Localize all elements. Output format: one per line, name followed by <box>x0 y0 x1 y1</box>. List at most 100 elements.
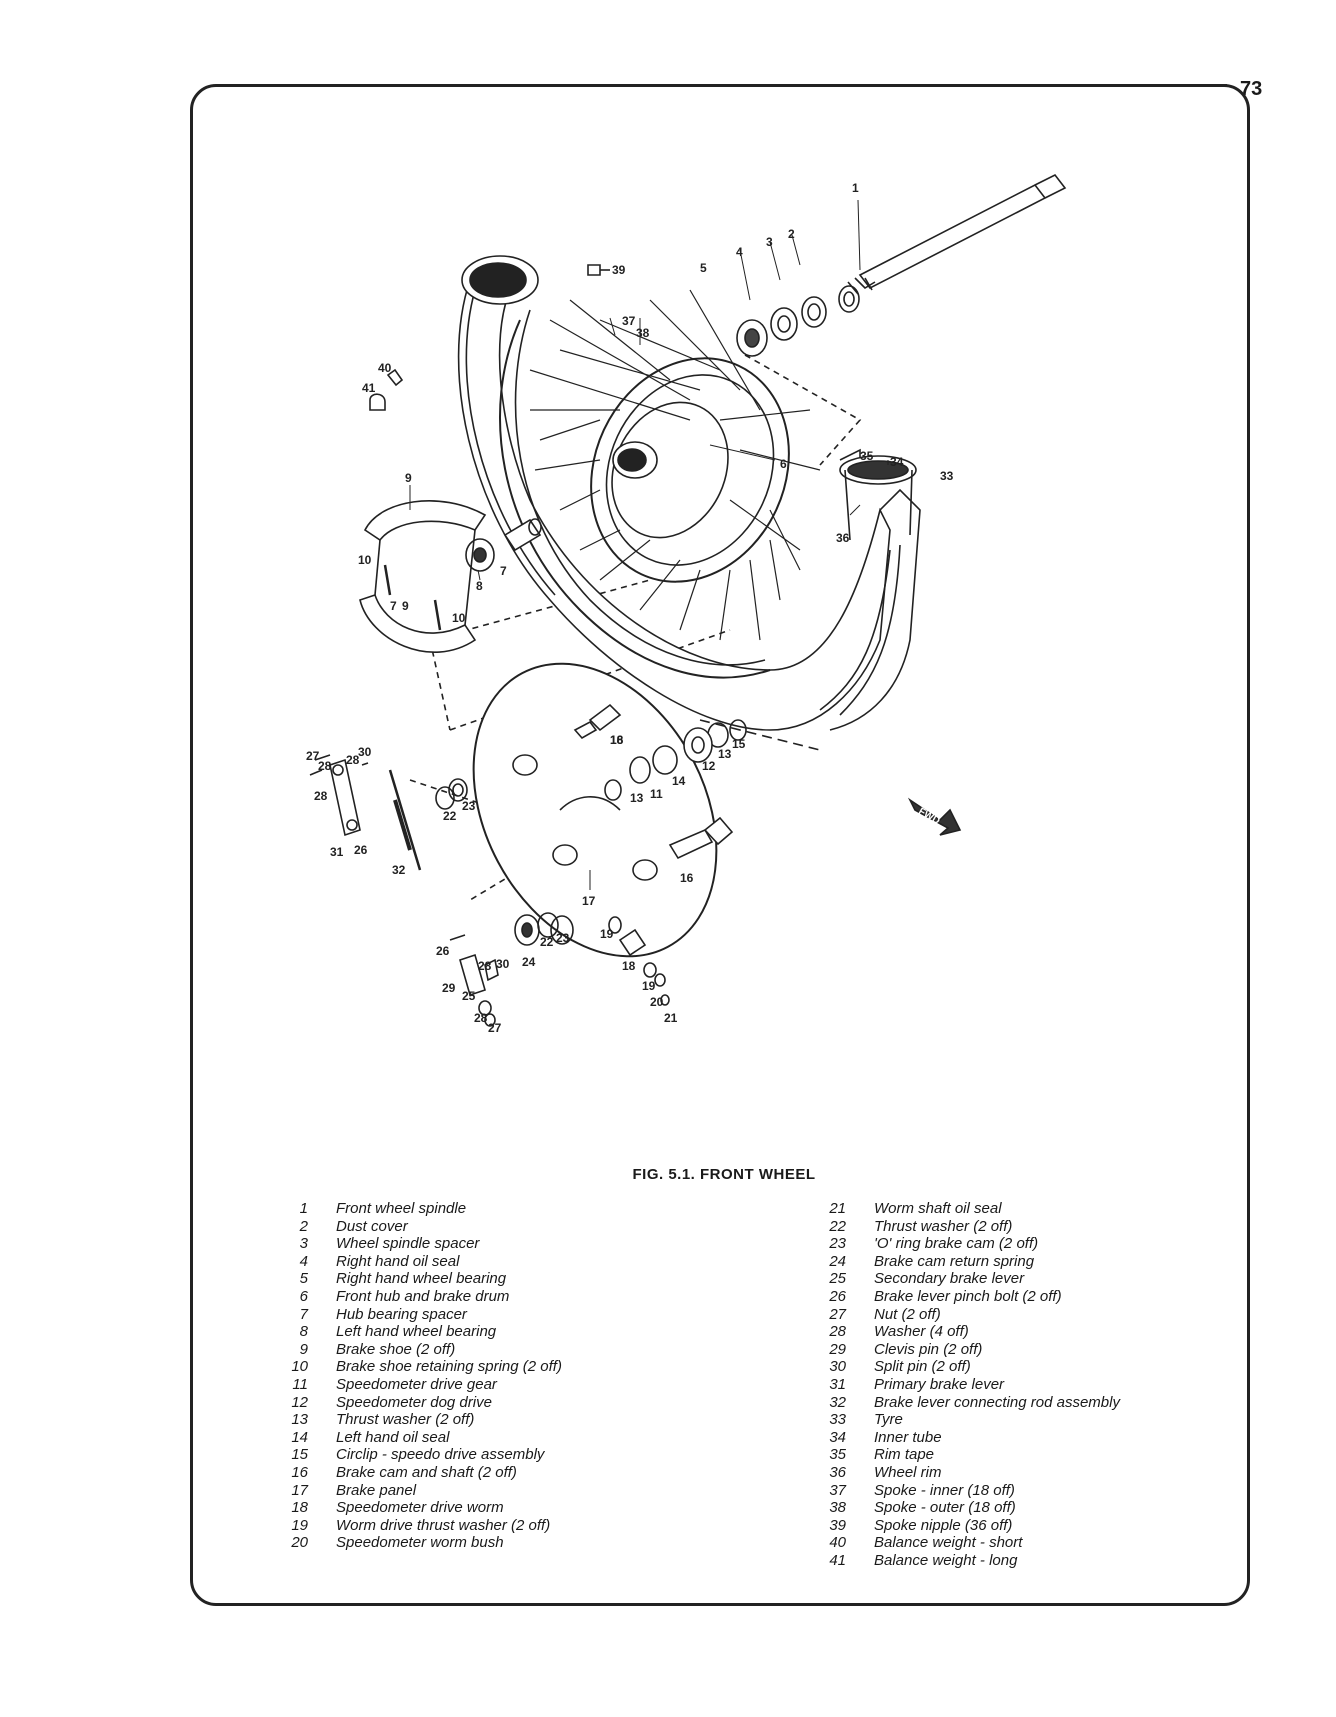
legend-number: 37 <box>829 1481 846 1499</box>
legend-description: Rim tape <box>874 1446 935 1464</box>
legend-description: Split pin (2 off) <box>874 1358 971 1376</box>
legend-description: Worm drive thrust washer (2 off) <box>336 1516 551 1534</box>
callout-25: 25 <box>462 989 476 1003</box>
callout-19b: 19 <box>642 979 656 993</box>
callout-5: 5 <box>700 261 707 275</box>
legend-number: 13 <box>291 1411 308 1429</box>
legend-description: Speedometer dog drive <box>336 1393 492 1411</box>
legend-description: Front hub and brake drum <box>336 1287 510 1305</box>
callout-28e: 28 <box>474 1011 488 1025</box>
legend-description: Dust cover <box>336 1217 408 1235</box>
callout-14: 14 <box>672 774 686 788</box>
callout-26a: 26 <box>354 843 368 857</box>
callout-37: 37 <box>622 314 636 328</box>
callout-8: 8 <box>476 579 483 593</box>
callout-18a: 18 <box>610 733 624 747</box>
legend-number: 16 <box>291 1463 308 1481</box>
legend-number: 19 <box>291 1516 308 1534</box>
frame-tick <box>1220 84 1227 87</box>
legend-description: Hub bearing spacer <box>336 1305 467 1323</box>
brake-shoes <box>359 500 487 653</box>
legend-number: 35 <box>829 1446 846 1464</box>
legend-description: Spoke - outer (18 off) <box>874 1499 1016 1517</box>
tyre-part <box>457 279 921 731</box>
callout-4: 4 <box>736 245 743 259</box>
legend-number: 18 <box>291 1499 308 1517</box>
legend-item: 2 Dust cover <box>270 1218 830 1236</box>
legend-description: Brake cam return spring <box>874 1252 1035 1270</box>
callout-29: 29 <box>442 981 456 995</box>
callout-1: 1 <box>852 181 859 195</box>
callout-24: 24 <box>522 955 536 969</box>
legend-description: Brake panel <box>336 1481 417 1499</box>
callout-12: 12 <box>702 759 716 773</box>
legend-number: 10 <box>291 1358 308 1376</box>
legend-number: 1 <box>299 1200 308 1217</box>
callout-16b: 16 <box>680 871 694 885</box>
legend-description: Speedometer worm bush <box>336 1534 504 1552</box>
exploded-diagram: 1 2 3 4 5 6 7 8 9 9 10 10 7 11 12 13 13 … <box>306 173 1067 1035</box>
callout-22a: 22 <box>443 809 457 823</box>
callout-9b: 9 <box>402 599 409 613</box>
legend-description: Primary brake lever <box>874 1375 1005 1393</box>
legend-description: Brake lever connecting rod assembly <box>874 1393 1120 1411</box>
legend-number: 4 <box>299 1252 308 1270</box>
callout-18b: 18 <box>622 959 636 973</box>
callout-13a: 13 <box>718 747 732 761</box>
legend-description: Speedometer drive gear <box>336 1375 497 1393</box>
callout-39: 39 <box>612 263 626 277</box>
legend-item: 32 Brake lever connecting rod assembly <box>808 1394 1248 1412</box>
legend-number: 38 <box>829 1499 846 1517</box>
legend-number: 25 <box>829 1270 846 1288</box>
legend-item: 18 Speedometer drive worm <box>270 1499 830 1517</box>
spokes <box>529 289 821 641</box>
callout-41: 41 <box>362 381 376 395</box>
legend-description: Wheel rim <box>874 1463 942 1481</box>
callout-36: 36 <box>836 531 850 545</box>
legend-description: Spoke nipple (36 off) <box>874 1516 1013 1534</box>
legend-description: Brake shoe retaining spring (2 off) <box>336 1358 562 1376</box>
figure-caption: FIG. 5.1. FRONT WHEEL <box>632 1166 816 1183</box>
callout-10b: 10 <box>452 611 466 625</box>
legend-number: 15 <box>291 1446 308 1464</box>
callout-17: 17 <box>582 894 596 908</box>
spindle-part <box>847 173 1067 295</box>
legend-item: 21 Worm shaft oil seal <box>808 1200 1248 1218</box>
legend-number: 39 <box>829 1516 846 1534</box>
legend-number: 36 <box>829 1463 846 1481</box>
callout-32: 32 <box>392 863 406 877</box>
legend-number: 21 <box>829 1200 846 1217</box>
legend-item: 38 Spoke - outer (18 off) <box>808 1499 1248 1517</box>
legend-number: 30 <box>829 1358 846 1376</box>
legend-number: 32 <box>829 1393 846 1411</box>
legend-number: 5 <box>299 1270 308 1288</box>
legend-description: Tyre <box>874 1411 903 1429</box>
legend-item: 25 Secondary brake lever <box>808 1270 1248 1288</box>
legend-description: Speedometer drive worm <box>336 1499 504 1517</box>
callout-labels: 1 2 3 4 5 6 7 8 9 9 10 10 7 11 12 13 13 … <box>306 181 954 1035</box>
callout-3: 3 <box>766 235 773 249</box>
legend-number: 24 <box>829 1252 846 1270</box>
legend-description: Clevis pin (2 off) <box>874 1340 983 1358</box>
legend-description: 'O' ring brake cam (2 off) <box>874 1235 1039 1253</box>
callout-35: 35 <box>860 449 874 463</box>
legend-number: 29 <box>829 1340 846 1358</box>
legend-description: Left hand wheel bearing <box>336 1323 497 1341</box>
legend-number: 2 <box>299 1217 308 1235</box>
legend-description: Worm shaft oil seal <box>874 1200 1002 1217</box>
callout-28d: 28 <box>478 959 492 973</box>
legend-number: 20 <box>291 1534 308 1552</box>
legend-description: Secondary brake lever <box>874 1270 1025 1288</box>
